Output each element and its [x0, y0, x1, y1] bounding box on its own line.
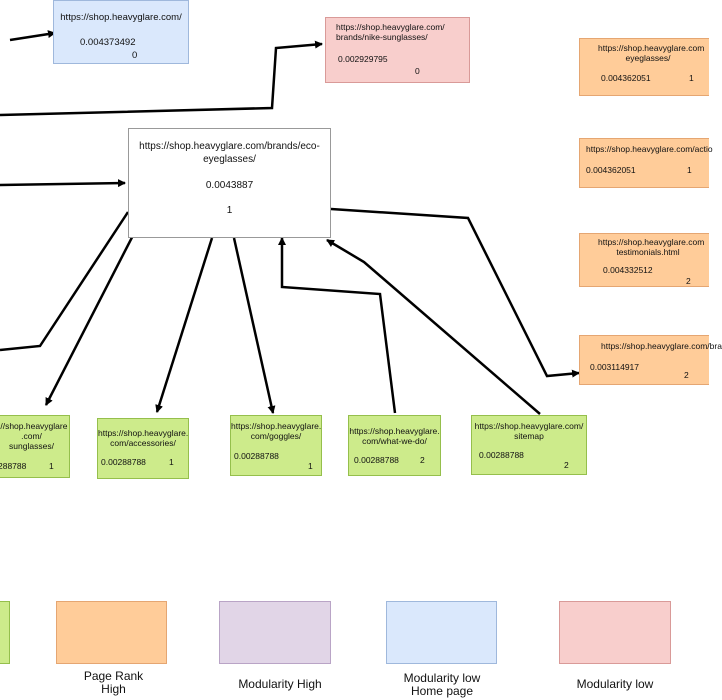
- legend-label-modularity-low: Modularity low: [576, 677, 654, 691]
- node-url: https://shop.heavyglare.com/: [60, 12, 182, 23]
- node-eyeglasses[interactable]: https://shop.heavyglare.com eyeglasses/ …: [579, 38, 709, 96]
- node-testimonials[interactable]: https://shop.heavyglare.com testimonials…: [579, 233, 709, 287]
- node-rank: 0.00288788: [101, 457, 146, 467]
- node-rank: 0.004332512: [603, 265, 653, 275]
- node-accessories[interactable]: https://shop.heavyglare. com/accessories…: [97, 418, 189, 479]
- legend-label-modularity-low-home: Modularity low Home page: [403, 671, 481, 698]
- edge-sitemap-central: [326, 238, 541, 415]
- edge-whatwedo-central: [278, 237, 397, 414]
- legend-swatch-purple: [219, 601, 331, 664]
- node-goggles[interactable]: https://shop.heavyglare. com/goggles/ 0.…: [230, 415, 322, 476]
- edge-to-accessories: [155, 237, 214, 413]
- edge-to-sunglasses: [44, 211, 147, 406]
- node-url: https://shop.heavyglare.com/actio: [586, 144, 713, 154]
- node-modularity: 1: [308, 461, 313, 471]
- node-url: https://shop.heavyglare.com testimonials…: [598, 237, 705, 257]
- node-url: https://shop.heavyglare. com/what-we-do/: [349, 426, 440, 446]
- central-node[interactable]: https://shop.heavyglare.com/brands/eco-e…: [128, 128, 331, 238]
- edge-to-central: [0, 179, 126, 188]
- node-url: https://shop.heavyglare.com eyeglasses/: [598, 43, 705, 63]
- node-sunglasses[interactable]: ://shop.heavyglare .com/ sunglasses/ 288…: [0, 415, 70, 478]
- legend-swatch-red: [559, 601, 671, 664]
- node-url: https://shop.heavyglare.com/bra: [601, 341, 722, 351]
- node-rank: 0.004362051: [601, 73, 651, 83]
- node-rank: 0.003114917: [590, 362, 640, 372]
- legend-swatch-blue: [386, 601, 497, 664]
- node-sitemap[interactable]: https://shop.heavyglare.com/ sitemap 0.0…: [471, 415, 587, 475]
- edge-to-nike: [0, 40, 323, 117]
- node-modularity: 1: [687, 165, 692, 175]
- legend-swatch-green: [0, 601, 10, 664]
- node-rank: 0.00288788: [479, 450, 524, 460]
- node-modularity: 2: [420, 455, 425, 465]
- node-modularity: 2: [684, 370, 689, 380]
- legend-label-page-rank: Page Rank High: [83, 669, 144, 696]
- node-brands[interactable]: https://shop.heavyglare.com/bra 0.003114…: [579, 335, 722, 385]
- node-url: https://shop.heavyglare.com/brands/eco-e…: [139, 141, 320, 165]
- node-rank: 0.004373492: [80, 37, 136, 48]
- node-modularity: 1: [689, 73, 694, 83]
- node-url: ://shop.heavyglare .com/ sunglasses/: [0, 421, 68, 451]
- node-home[interactable]: https://shop.heavyglare.com/ 0.004373492…: [53, 0, 189, 64]
- node-modularity: 0: [132, 50, 138, 61]
- node-url: https://shop.heavyglare. com/goggles/: [231, 421, 322, 441]
- node-rank: 0.004362051: [586, 165, 636, 175]
- node-modularity: 2: [686, 276, 691, 286]
- node-modularity: 1: [49, 461, 54, 471]
- edges-layer: [0, 30, 580, 415]
- node-what-we-do[interactable]: https://shop.heavyglare. com/what-we-do/…: [348, 415, 441, 476]
- node-rank: 0.00288788: [234, 451, 279, 461]
- node-actions[interactable]: https://shop.heavyglare.com/actio 0.0043…: [579, 138, 713, 188]
- node-url: https://shop.heavyglare.com/ brands/nike…: [336, 22, 445, 42]
- node-modularity: 1: [226, 205, 233, 216]
- node-modularity: 0: [415, 66, 420, 76]
- node-nike-sunglasses[interactable]: https://shop.heavyglare.com/ brands/nike…: [325, 17, 470, 83]
- edge-to-goggles: [232, 237, 276, 414]
- node-rank: 288788: [0, 461, 27, 471]
- edge-to-brands: [330, 207, 580, 378]
- node-modularity: 2: [564, 460, 569, 470]
- node-url: https://shop.heavyglare.com/ sitemap: [474, 421, 584, 441]
- node-rank: 0.002929795: [338, 54, 388, 64]
- edge-to-home: [9, 30, 56, 42]
- node-url: https://shop.heavyglare. com/accessories…: [98, 428, 189, 448]
- node-modularity: 1: [169, 457, 174, 467]
- legend-label-modularity-high: Modularity High: [238, 677, 322, 691]
- edge-left: [0, 211, 130, 352]
- legend-swatch-orange: [56, 601, 167, 664]
- node-rank: 0.00288788: [354, 455, 399, 465]
- node-rank: 0.0043887: [205, 180, 254, 191]
